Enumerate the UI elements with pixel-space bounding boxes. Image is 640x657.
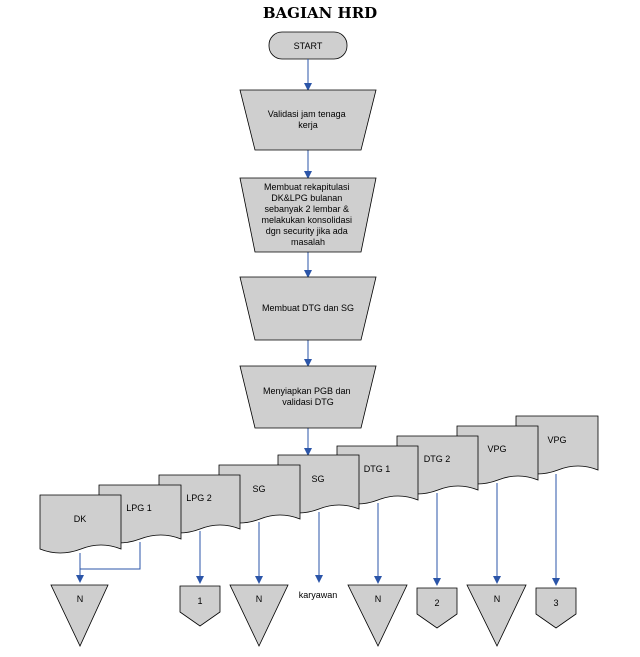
connector-label: 3: [553, 598, 558, 608]
offpage-connector: 2: [416, 587, 458, 629]
diagram-title: BAGIAN HRD: [263, 4, 377, 22]
document-label: SG: [252, 484, 265, 494]
svg-text:Menyiapkan PGB dan valid: Menyiapkan PGB dan validasi DTG: [263, 386, 353, 407]
process-label-line: dgn security jika ada: [266, 226, 348, 236]
archive-label: N: [494, 594, 501, 604]
svg-text:Validasi jam tenaga kerj: Validasi jam tenaga kerja: [268, 109, 348, 130]
connector-label: 2: [434, 598, 439, 608]
process-membuat-dtg: Membuat DTG dan SG: [239, 276, 377, 341]
document-label: DK: [74, 514, 87, 524]
archive-triangle: N: [50, 584, 109, 647]
karyawan-label: karyawan: [299, 590, 338, 600]
doc-dk: DK: [39, 494, 122, 554]
process-validasi-jam: Validasi jam tenaga kerja: [239, 89, 377, 151]
process-label-line: Validasi jam tenaga: [268, 109, 346, 119]
archive-triangle: N: [229, 584, 289, 647]
document-label: DTG 1: [364, 464, 391, 474]
document-label: DTG 2: [424, 454, 451, 464]
document-label: LPG 1: [126, 503, 152, 513]
process-label-line: sebanyak 2 lembar &: [264, 204, 349, 214]
process-label-line: DK&LPG bulanan: [271, 193, 342, 203]
document-label: LPG 2: [186, 493, 212, 503]
archive-label: N: [375, 594, 382, 604]
svg-text:Membuat DTG dan SG: Membuat DTG dan SG: [262, 303, 354, 313]
archive-label: N: [256, 594, 263, 604]
process-label-line: melakukan konsolidasi: [261, 215, 352, 225]
process-label-line: masalah: [291, 237, 325, 247]
process-label-line: validasi DTG: [282, 397, 334, 407]
process-menyiapkan-pgb: Menyiapkan PGB dan validasi DTG: [239, 365, 377, 429]
start-terminator: START: [268, 31, 348, 60]
process-label-line: Membuat rekapitulasi: [264, 182, 350, 192]
process-label-line: kerja: [298, 120, 318, 130]
process-label-line: Membuat DTG dan SG: [262, 303, 354, 313]
document-label: VPG: [487, 444, 506, 454]
archive-triangle: N: [466, 584, 527, 647]
offpage-connector: 1: [179, 585, 221, 627]
archive-label: N: [77, 594, 84, 604]
flow-connector: [80, 542, 141, 570]
process-rekapitulasi: Membuat rekapitulasi DK&LPG bulanan seba…: [239, 177, 377, 253]
connector-label: 1: [197, 596, 202, 606]
start-label: START: [294, 41, 323, 51]
svg-text:Membuat rekapitulasi DK&: Membuat rekapitulasi DK&LPG bulanan seba…: [261, 182, 354, 247]
archive-triangle: N: [347, 584, 408, 647]
offpage-connector: 3: [535, 587, 577, 629]
process-label-line: Menyiapkan PGB dan: [263, 386, 351, 396]
document-label: VPG: [547, 435, 566, 445]
document-label: SG: [311, 474, 324, 484]
